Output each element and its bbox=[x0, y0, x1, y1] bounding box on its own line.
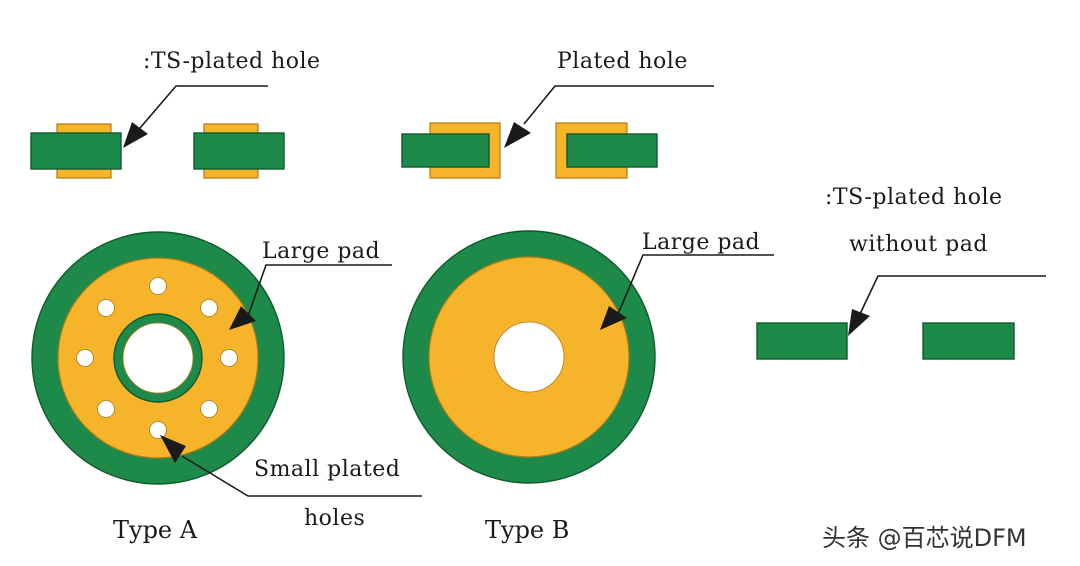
label-type-b: Type B bbox=[485, 516, 569, 544]
leader-ts-plated-hole-without-pad bbox=[848, 275, 1046, 336]
ts-plated-hole-crosssection bbox=[30, 123, 285, 179]
small-plated-hole bbox=[149, 277, 167, 295]
plated-hole-crosssection bbox=[401, 122, 658, 179]
label-small-plated-line1: Small plated bbox=[254, 457, 400, 482]
type-a-pad bbox=[31, 231, 285, 485]
small-plated-hole bbox=[97, 400, 115, 418]
label-ts-plated-hole-no-pad-line1: :TS-plated hole bbox=[825, 185, 1003, 210]
label-large-pad-b: Large pad bbox=[642, 230, 760, 255]
leader-plated-hole bbox=[504, 85, 714, 148]
label-ts-plated-hole: :TS-plated hole bbox=[143, 49, 321, 74]
label-ts-plated-hole-no-pad-line2: without pad bbox=[849, 232, 988, 257]
ts-plated-hole-without-pad-crosssection bbox=[756, 322, 1015, 360]
small-plated-hole bbox=[149, 421, 167, 439]
board-segment-left bbox=[30, 132, 122, 170]
board-segment-left bbox=[756, 322, 848, 360]
leader-large-pad-b bbox=[600, 254, 774, 330]
board-segment-right bbox=[922, 322, 1015, 360]
board-segment-right bbox=[566, 133, 658, 168]
label-large-pad-a: Large pad bbox=[262, 239, 380, 264]
leader-small-plated-holes bbox=[160, 435, 422, 497]
type-b-center-hole bbox=[493, 321, 565, 393]
leader-large-pad-a bbox=[229, 264, 392, 330]
type-b-pad bbox=[402, 230, 656, 484]
small-plated-hole bbox=[200, 400, 218, 418]
small-plated-hole bbox=[76, 349, 94, 367]
label-plated-hole: Plated hole bbox=[557, 49, 688, 74]
label-small-plated-line2: holes bbox=[304, 506, 365, 531]
board-segment-right bbox=[193, 132, 285, 170]
small-plated-hole bbox=[200, 299, 218, 317]
watermark: 头条 @百芯说DFM bbox=[822, 524, 1027, 552]
small-plated-hole bbox=[220, 349, 238, 367]
leader-ts-plated-hole bbox=[123, 85, 268, 148]
type-a-center-hole bbox=[122, 322, 194, 394]
small-plated-hole bbox=[97, 299, 115, 317]
label-type-a: Type A bbox=[113, 516, 198, 544]
board-segment-left bbox=[401, 133, 490, 168]
